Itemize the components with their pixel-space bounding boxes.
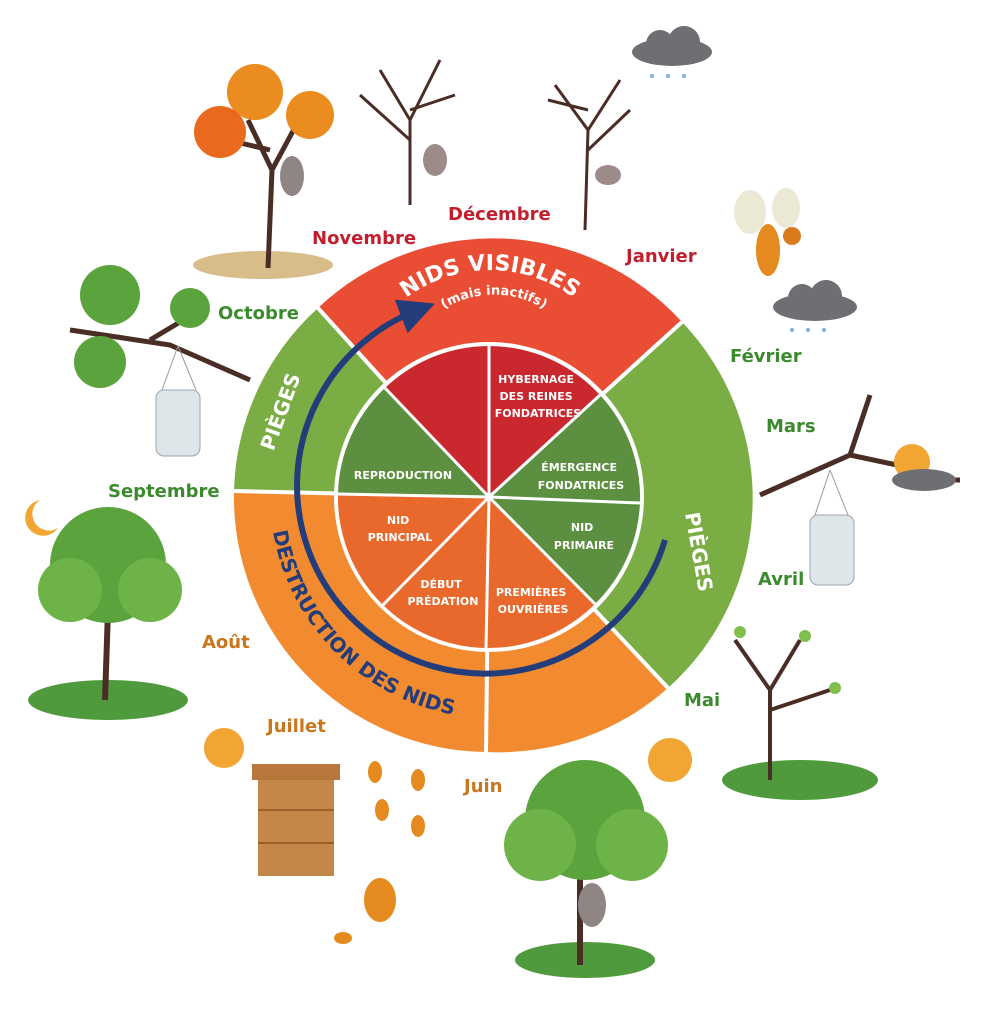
summer-tree-august [28,507,188,720]
rain-cloud-icon [773,280,857,332]
month-fevrier: Février [730,346,802,367]
inner-labels: HYBERNAGE DES REINES FONDATRICES ÉMERGEN… [354,373,624,616]
month-novembre: Novembre [312,228,416,249]
month-avril: Avril [758,569,804,590]
moon-icon [25,500,58,536]
label-emergence: ÉMERGENCE FONDATRICES [538,461,625,492]
month-octobre: Octobre [218,303,299,324]
slice-premieres-ouvrieres [486,497,595,649]
label-hybernage: HYBERNAGE DES REINES FONDATRICES [495,373,582,420]
month-aout: Août [202,632,250,653]
bare-tree-december [358,59,456,205]
beehive-icon [252,764,340,876]
month-mai: Mai [684,690,720,711]
bare-tree-january [547,79,632,231]
sun-icon [648,738,692,782]
slice-hybernage [489,346,600,497]
slice-nid-primaire [489,497,640,604]
label-nid-primaire: NID PRIMAIRE [554,521,614,552]
slice-debut-predation [383,497,489,648]
month-septembre: Septembre [108,481,220,502]
month-mars: Mars [766,416,816,437]
label-debut-predation: DÉBUT PRÉDATION [408,578,479,608]
nest-icon [280,156,304,196]
sun-icon [204,728,244,768]
autumn-tree-illustration [193,64,334,279]
slice-reproduction [338,388,489,497]
nest-icon [578,883,606,927]
trap-jar-icon [155,389,201,457]
spring-tree-illustration [722,626,878,800]
month-decembre: Décembre [448,204,551,225]
label-premieres-ouvrieres: PREMIÈRES OUVRIÈRES [496,586,570,616]
summer-tree-june [504,760,668,978]
label-nid-principal: NID PRINCIPAL [368,514,433,544]
rain-cloud-icon [632,26,712,78]
nest-icon [423,144,447,176]
nest-icon [595,165,621,185]
slice-nid-principal [337,494,489,605]
slice-emergence [489,395,641,503]
hornet-icon [734,188,801,276]
month-juin: Juin [462,776,503,797]
month-juillet: Juillet [265,716,326,737]
cycle-arrow [294,299,668,677]
trap-jar-icon [809,514,855,586]
branch-trap-october [69,265,252,457]
hornet-swarm-icon [334,761,425,944]
inner-pie [337,346,641,649]
slice-top-left-red [385,346,489,497]
label-reproduction: REPRODUCTION [354,469,452,482]
month-janvier: Janvier [624,246,697,267]
month-labels: Janvier Février Mars Avril Mai Juin Juil… [108,204,816,797]
branch-trap-mars [758,394,960,586]
